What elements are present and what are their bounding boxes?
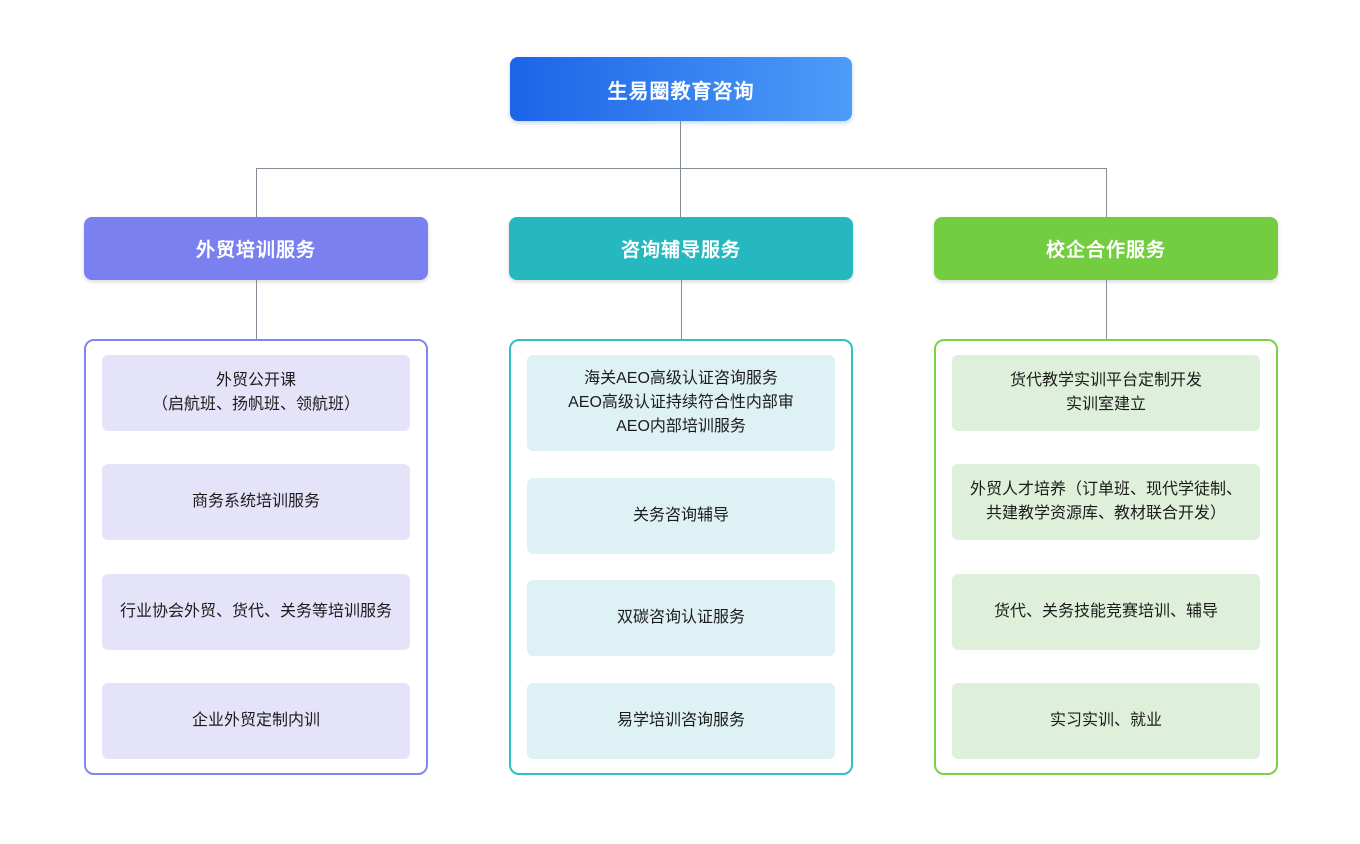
service-item-label: 外贸公开课 （启航班、扬帆班、领航班）	[151, 372, 360, 413]
service-item: 实习实训、就业	[952, 682, 1260, 759]
service-item: 商务系统培训服务	[102, 464, 410, 541]
branch-box: 货代教学实训平台定制开发 实训室建立 外贸人才培养（订单班、现代学徒制、共建教学…	[934, 339, 1278, 775]
service-item: 企业外贸定制内训	[102, 682, 410, 759]
service-item: 易学培训咨询服务	[527, 682, 835, 759]
branch-consulting-coaching: 咨询辅导服务 海关AEO高级认证咨询服务 AEO高级认证持续符合性内部审 AEO…	[509, 217, 853, 775]
connector-drop-right	[1106, 168, 1107, 217]
branch-school-enterprise-cooperation: 校企合作服务 货代教学实训平台定制开发 实训室建立 外贸人才培养（订单班、现代学…	[934, 217, 1278, 775]
service-item-label: 行业协会外贸、货代、关务等培训服务	[119, 602, 392, 620]
branch-header-consulting-coaching: 咨询辅导服务	[509, 217, 853, 280]
service-item-label: 货代教学实训平台定制开发 实训室建立	[1009, 372, 1202, 413]
service-item: 行业协会外贸、货代、关务等培训服务	[102, 573, 410, 650]
branch-header-label: 咨询辅导服务	[620, 240, 741, 261]
branch-header-label: 校企合作服务	[1045, 240, 1166, 261]
service-item-label: 企业外贸定制内训	[191, 711, 320, 729]
connector-root-stem	[680, 121, 681, 168]
service-item-label: 货代、关务技能竞赛培训、辅导	[993, 602, 1218, 620]
connector-drop-center	[680, 168, 681, 217]
root-node-label: 生易圈教育咨询	[607, 80, 755, 103]
service-item-label: 外贸人才培养（订单班、现代学徒制、共建教学资源库、教材联合开发）	[969, 481, 1242, 523]
service-item: 关务咨询辅导	[527, 477, 835, 554]
service-item-label: 双碳咨询认证服务	[616, 609, 745, 627]
service-item: 海关AEO高级认证咨询服务 AEO高级认证持续符合性内部审 AEO内部培训服务	[527, 355, 835, 451]
service-item-label: 关务咨询辅导	[632, 506, 729, 524]
branch-box: 外贸公开课 （启航班、扬帆班、领航班） 商务系统培训服务 行业协会外贸、货代、关…	[84, 339, 428, 775]
service-item-label: 实习实训、就业	[1049, 711, 1162, 729]
service-item-label: 海关AEO高级认证咨询服务 AEO高级认证持续符合性内部审 AEO内部培训服务	[568, 370, 794, 435]
service-item: 外贸公开课 （启航班、扬帆班、领航班）	[102, 355, 410, 431]
service-item-label: 易学培训咨询服务	[616, 711, 745, 729]
root-node: 生易圈教育咨询	[510, 57, 852, 121]
service-item: 货代教学实训平台定制开发 实训室建立	[952, 355, 1260, 431]
service-item: 双碳咨询认证服务	[527, 580, 835, 657]
branch-header-label: 外贸培训服务	[195, 240, 316, 261]
connector-branch-stem	[680, 280, 682, 339]
branch-header-school-enterprise-cooperation: 校企合作服务	[934, 217, 1278, 280]
branch-foreign-trade-training: 外贸培训服务 外贸公开课 （启航班、扬帆班、领航班） 商务系统培训服务 行业协会…	[84, 217, 428, 775]
branch-header-foreign-trade-training: 外贸培训服务	[84, 217, 428, 280]
connector-drop-left	[256, 168, 257, 217]
branch-box: 海关AEO高级认证咨询服务 AEO高级认证持续符合性内部审 AEO内部培训服务 …	[509, 339, 853, 775]
connector-branch-stem	[1105, 280, 1107, 339]
service-item: 外贸人才培养（订单班、现代学徒制、共建教学资源库、教材联合开发）	[952, 464, 1260, 541]
service-item-label: 商务系统培训服务	[191, 493, 320, 511]
service-item: 货代、关务技能竞赛培训、辅导	[952, 573, 1260, 650]
connector-branch-stem	[255, 280, 257, 339]
connector-bus	[256, 168, 1106, 169]
